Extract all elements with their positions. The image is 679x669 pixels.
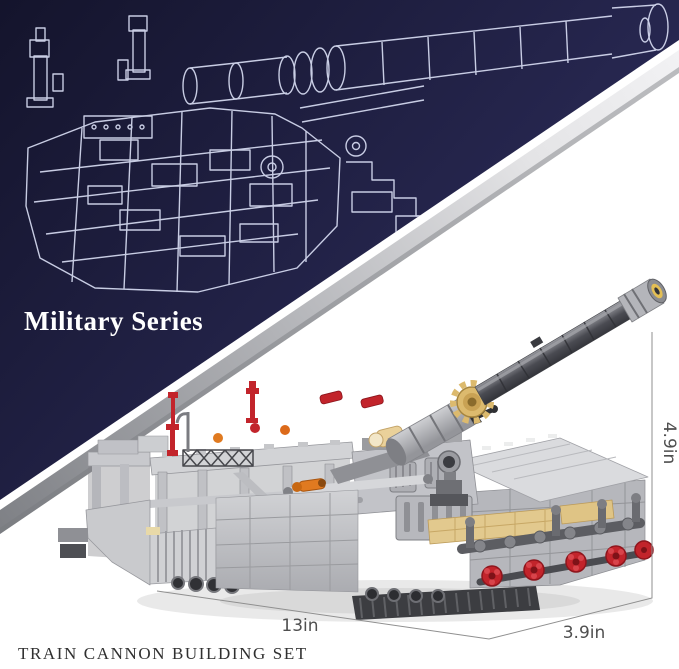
red-antennas	[166, 381, 260, 456]
train-cannon-model	[58, 278, 667, 622]
blueprint-wireframe-icon	[25, 3, 669, 293]
diagonal-divider	[0, 50, 679, 534]
length-dimension-label: 13in	[281, 616, 318, 636]
cannon-barrel	[330, 278, 667, 484]
red-buffer-wheels	[481, 540, 654, 587]
height-dimension-label: 4.9in	[659, 422, 679, 465]
depth-dimension-label: 3.9in	[563, 623, 606, 643]
blueprint-panel	[0, 0, 679, 500]
series-label: Military Series	[24, 306, 204, 336]
dimension-annotations: 13in 3.9in 4.9in	[156, 332, 679, 643]
product-title: TRAIN CANNON BUILDING SET	[18, 644, 308, 663]
railing-lattice	[182, 449, 254, 467]
